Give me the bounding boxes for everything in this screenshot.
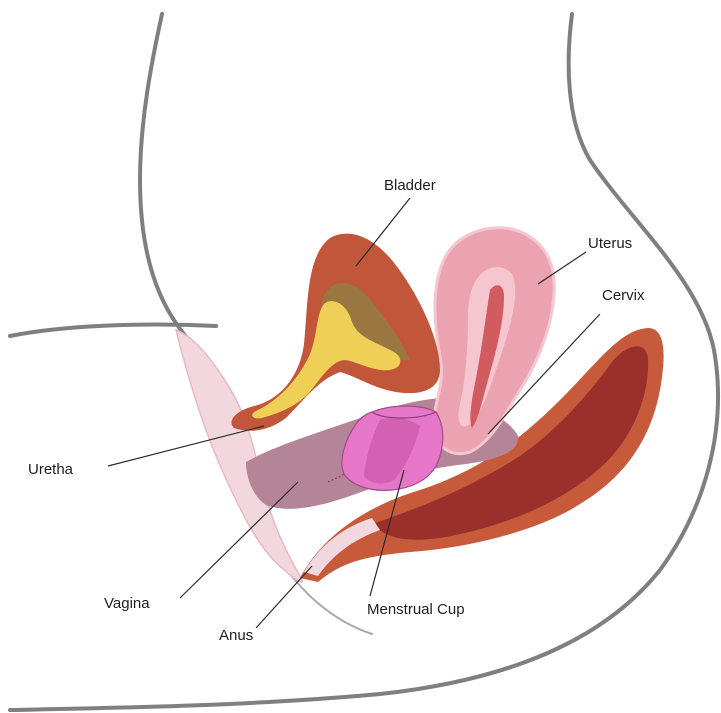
label-vagina: Vagina bbox=[104, 595, 150, 612]
label-uretha: Uretha bbox=[28, 461, 74, 478]
uterus bbox=[434, 228, 554, 454]
label-uterus: Uterus bbox=[588, 235, 632, 252]
leader-anus bbox=[256, 566, 312, 628]
label-anus: Anus bbox=[219, 627, 253, 644]
bladder bbox=[231, 234, 440, 431]
label-cervix: Cervix bbox=[602, 287, 645, 304]
label-bladder: Bladder bbox=[384, 177, 436, 194]
label-menstrual-cup: Menstrual Cup bbox=[367, 601, 465, 618]
